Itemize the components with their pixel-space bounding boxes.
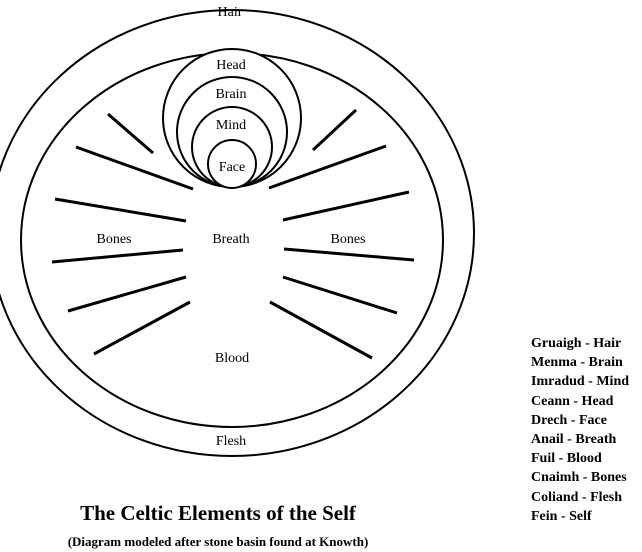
legend-item: Coliand - Flesh [531,489,623,505]
spoke [51,248,184,264]
spoke [311,108,358,152]
spoke [268,144,387,190]
circle-face [207,139,257,189]
spoke [269,300,373,360]
label-bones-right: Bones [331,232,366,247]
legend-list: Gruaigh - Hair Menma - Brain Imradud - M… [531,334,629,526]
legend-item: Anail - Breath [531,432,617,448]
legend-item: Cnaimh - Bones [531,470,627,486]
spoke [283,247,415,262]
diagram-title: The Celtic Elements of the Self [80,501,357,525]
legend-item: Gruaigh - Hair [531,336,622,351]
legend-item: Drech - Face [531,412,607,428]
label-flesh: Flesh [216,434,246,449]
spoke [282,190,410,222]
legend-item: Fuil - Blood [531,451,602,467]
label-bones-left: Bones [97,232,132,247]
label-blood: Blood [215,351,249,366]
spoke [67,275,187,313]
legend-item: Fein - Self [531,508,592,524]
legend-item: Menma - Brain [531,355,623,371]
label-mind: Mind [216,118,246,133]
label-head: Head [216,58,246,73]
spoke [75,145,194,191]
outer-ring-hair [0,9,475,457]
label-face: Face [219,160,245,175]
label-brain: Brain [215,87,246,102]
label-hair: Hair [218,5,243,20]
spoke [107,112,154,155]
spoke [54,197,187,223]
label-breath: Breath [212,232,249,247]
spokes-left [51,112,194,356]
spoke [282,275,398,315]
spoke [93,300,191,356]
diagram-subtitle: (Diagram modeled after stone basin found… [68,534,369,549]
spokes-right [268,108,415,360]
legend-item: Imradud - Mind [531,374,630,390]
legend-item: Ceann - Head [531,393,614,409]
